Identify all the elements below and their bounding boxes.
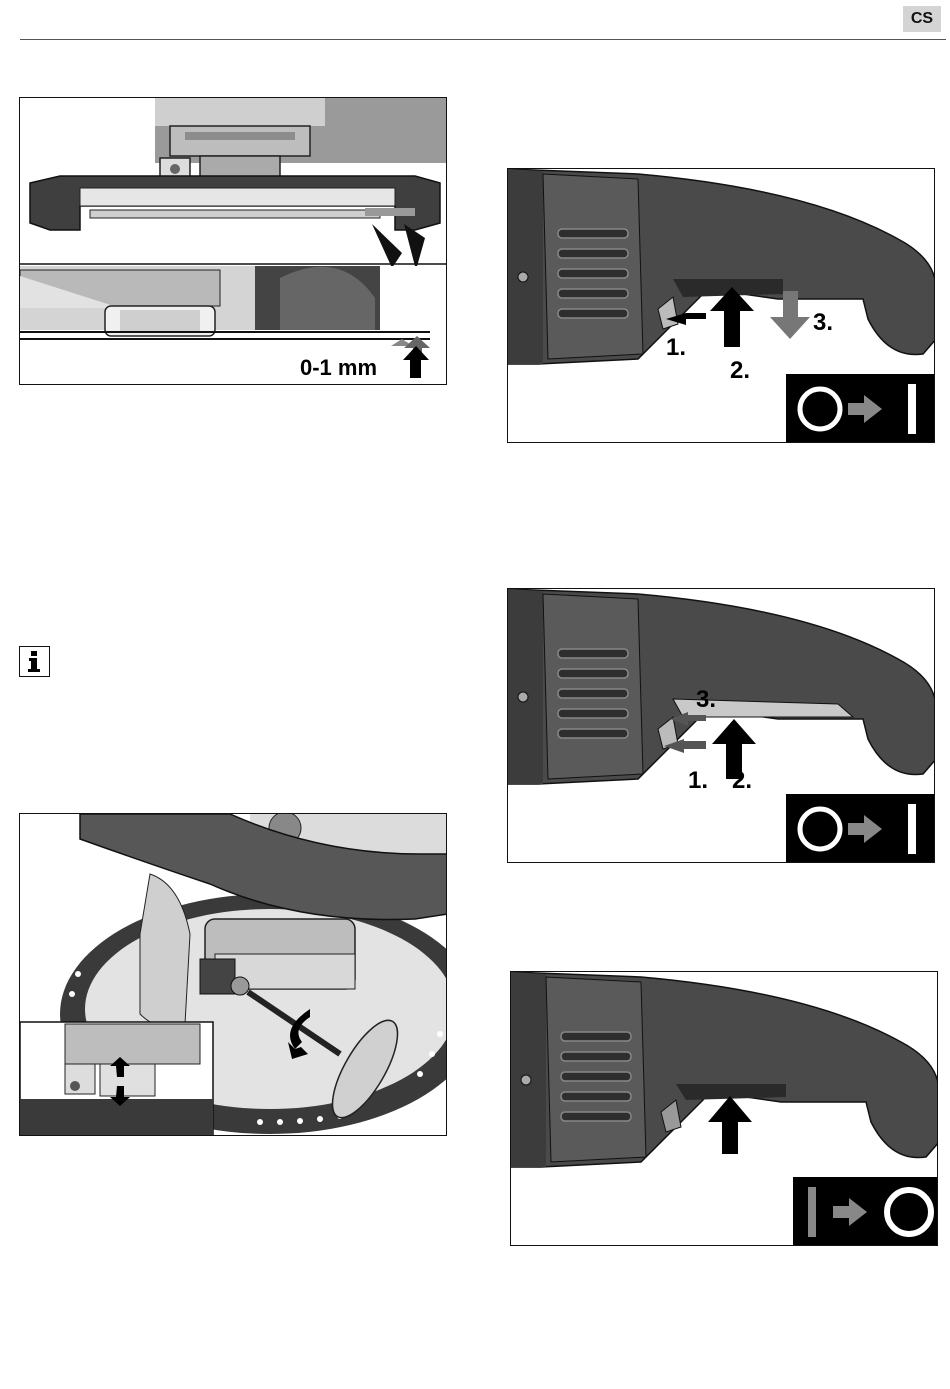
off-to-on-icon bbox=[786, 794, 935, 863]
guard-key-illustration bbox=[20, 814, 447, 1136]
step-2-label: 2. bbox=[730, 357, 750, 385]
figure-guard-height-adjustment bbox=[19, 813, 447, 1136]
figure-gap-adjustment: 0-1 mm bbox=[19, 97, 447, 385]
figure-switch-on: 1. 2. 3. bbox=[507, 168, 935, 443]
switch-off-illustration bbox=[511, 972, 938, 1246]
guard-gap-illustration bbox=[20, 98, 447, 385]
language-badge: CS bbox=[903, 6, 941, 32]
step-3-label: 3. bbox=[813, 309, 833, 337]
info-icon bbox=[19, 646, 50, 677]
step-3-label: 3. bbox=[696, 686, 716, 714]
gap-measure-label: 0-1 mm bbox=[300, 355, 377, 381]
step-2-label: 2. bbox=[732, 767, 752, 795]
header-rule bbox=[20, 39, 946, 40]
on-to-off-icon bbox=[793, 1177, 794, 1178]
figure-switch-lock: 3. 1. 2. bbox=[507, 588, 935, 863]
switch-on-illustration bbox=[508, 169, 935, 443]
step-1-label: 1. bbox=[688, 767, 708, 795]
figure-switch-off bbox=[510, 971, 938, 1246]
off-to-on-icon bbox=[786, 374, 787, 375]
step-1-label: 1. bbox=[666, 334, 686, 362]
